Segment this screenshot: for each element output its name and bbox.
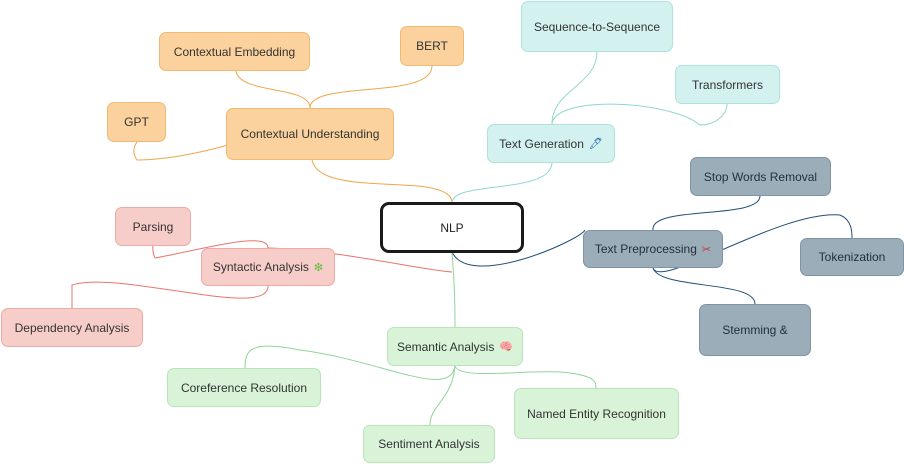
node-tokenization[interactable]: Tokenization [800,238,904,276]
link-syntactic-dependency [71,281,269,308]
node-contextual-embedding[interactable]: Contextual Embedding [159,32,310,71]
node-named-entity-recognition[interactable]: Named Entity Recognition [514,388,679,439]
node-bert[interactable]: BERT [400,26,464,66]
link-contextual-bert [309,65,433,109]
node-label: Parsing [132,219,174,234]
node-label: Named Entity Recognition [527,406,666,421]
node-label: Transformers [692,77,763,92]
node-label: Contextual Understanding [240,127,380,141]
node-label: GPT [124,115,149,129]
node-transformers[interactable]: Transformers [675,65,780,104]
link-semantic-sentiment [429,365,456,426]
link-syntactic-parsing [152,240,269,259]
node-text-generation[interactable]: Text Generation 🖊 [487,124,615,163]
node-label: Sequence-to-Sequence [533,19,661,34]
node-text-preprocessing[interactable]: Text Preprocessing ✂ [583,230,723,268]
link-root-preprocessing [451,229,586,267]
node-stemming[interactable]: Stemming & [699,304,811,356]
node-contextual-understanding[interactable]: Contextual Understanding [226,108,394,160]
node-label: Semantic Analysis [396,339,495,354]
link-root-semantic [451,252,456,328]
link-preprocessing-stopwords [652,195,761,231]
node-label: Tokenization [818,250,886,264]
node-label: Stemming & [722,323,788,337]
node-label: BERT [416,39,448,53]
scissors-icon: ✂ [701,243,712,256]
node-label: Text Preprocessing [594,242,697,256]
node-coreference-resolution[interactable]: Coreference Resolution [167,368,321,407]
node-sequence-to-sequence[interactable]: Sequence-to-Sequence [521,1,673,52]
link-preprocessing-stemming [652,267,756,305]
node-label: Syntactic Analysis [212,260,309,274]
node-stop-words-removal[interactable]: Stop Words Removal [690,157,831,196]
brain-icon: 🧠 [499,341,514,353]
node-label: Contextual Embedding [173,44,296,59]
sparkle-icon: ❇ [313,261,324,274]
root-node-label: NLP [440,220,464,235]
node-syntactic-analysis[interactable]: Syntactic Analysis ❇ [201,248,335,286]
node-label: Dependency Analysis [14,320,130,335]
node-label: Coreference Resolution [180,380,308,395]
node-label: Text Generation [499,136,584,151]
link-contextual-embedding [235,70,311,109]
node-semantic-analysis[interactable]: Semantic Analysis 🧠 [387,327,523,366]
link-root-generation [451,162,553,204]
link-preprocessing-tokenization [652,214,853,273]
pen-icon: 🖊 [588,138,603,150]
node-dependency-analysis[interactable]: Dependency Analysis [1,308,143,347]
root-node-nlp[interactable]: NLP [380,202,524,253]
link-root-contextual [311,159,453,204]
link-semantic-coreference [244,345,456,380]
node-sentiment-analysis[interactable]: Sentiment Analysis [363,425,495,463]
node-gpt[interactable]: GPT [107,102,166,142]
node-label: Sentiment Analysis [378,437,480,451]
node-label: Stop Words Removal [703,169,818,184]
link-semantic-ner [454,365,597,389]
link-generation-transformers [551,103,728,126]
node-parsing[interactable]: Parsing [115,207,191,246]
link-generation-seq2seq [551,51,598,125]
